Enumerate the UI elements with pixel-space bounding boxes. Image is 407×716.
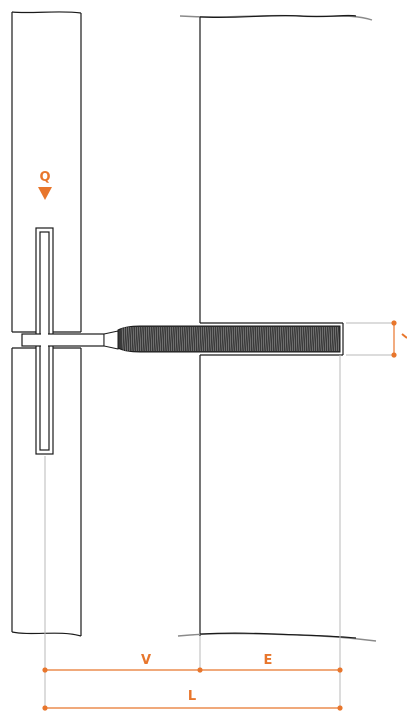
- drill-hole: [200, 322, 344, 356]
- screw-threads: [121, 326, 340, 352]
- left-post-lower: [11, 347, 82, 637]
- load-label: Q: [39, 170, 50, 185]
- connector-plate: [21, 231, 105, 451]
- dimension-l: L: [42, 689, 343, 711]
- diameter-dimension: [346, 320, 407, 358]
- dim-v-label: V: [141, 653, 151, 668]
- dimension-v-e: V E: [42, 653, 343, 673]
- threaded-screw: [103, 325, 341, 353]
- right-member: [177, 14, 377, 642]
- load-indicator: Q: [38, 170, 52, 200]
- dim-l-label: L: [188, 689, 196, 704]
- extension-lines: [44, 355, 341, 710]
- dim-e-label: E: [264, 653, 273, 668]
- load-arrow-icon: [38, 187, 52, 200]
